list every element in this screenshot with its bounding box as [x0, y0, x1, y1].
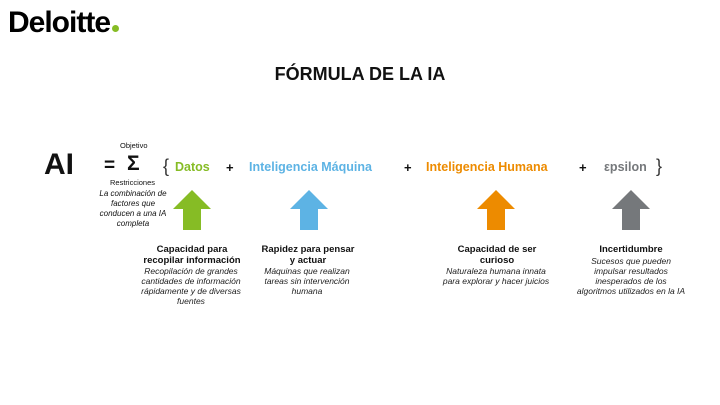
caption-humana: Capacidad de ser curioso: [457, 244, 537, 266]
up-arrow-icon-datos: [173, 190, 211, 230]
sigma-bottom-label: Restricciones: [110, 178, 156, 187]
sigma-top-label: Objetivo: [120, 141, 148, 150]
open-brace: {: [163, 156, 170, 176]
caption-datos: Capacidad para recopilar información: [143, 244, 241, 266]
description-epsilon: Sucesos que pueden impulsar resultados i…: [576, 256, 686, 296]
term-label-epsilon: εpsilon: [604, 160, 647, 174]
close-brace: }: [656, 156, 663, 176]
up-arrow-icon-humana: [477, 190, 515, 230]
description-maquina: Máquinas que realizan tareas sin interve…: [264, 266, 350, 296]
term-label-datos: Datos: [175, 160, 210, 174]
sigma-symbol: Σ: [127, 152, 140, 175]
up-arrow-icon-maquina: [290, 190, 328, 230]
term-label-inteligencia-humana: Inteligencia Humana: [426, 160, 548, 174]
formula-lhs: AI: [44, 148, 74, 181]
logo-text: Deloitte: [8, 6, 111, 39]
equals-sign: =: [104, 155, 116, 176]
deloitte-logo: Deloitte: [8, 6, 120, 40]
page-title: FÓRMULA DE LA IA: [274, 64, 446, 84]
caption-epsilon: Incertidumbre: [599, 244, 663, 255]
plus-sign-3: +: [579, 160, 587, 175]
caption-maquina: Rapidez para pensar y actuar: [261, 244, 355, 266]
logo-dot: [112, 25, 120, 32]
plus-sign-2: +: [404, 160, 412, 175]
description-humana: Naturaleza humana innata para explorar y…: [442, 266, 550, 286]
up-arrow-icon-epsilon: [612, 190, 650, 230]
description-datos: Recopilación de grandes cantidades de in…: [141, 266, 241, 306]
sigma-description: La combinación de factores que conducen …: [99, 189, 167, 228]
term-label-inteligencia-maquina: Inteligencia Máquina: [249, 160, 372, 174]
plus-sign-1: +: [226, 160, 234, 175]
